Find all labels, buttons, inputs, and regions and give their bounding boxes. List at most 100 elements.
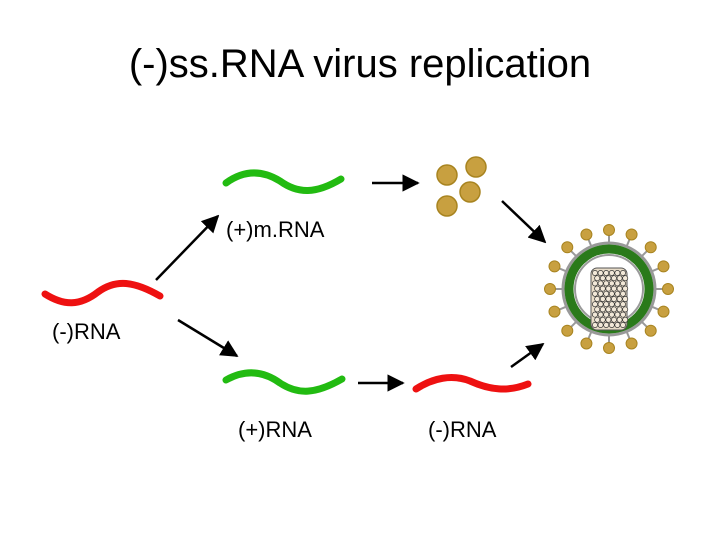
capsid-bead bbox=[594, 296, 601, 302]
arrow-to-positive-rna-icon bbox=[177, 318, 239, 358]
spike-protein-icon bbox=[657, 260, 670, 273]
capsid-bead bbox=[611, 275, 617, 282]
capsid-bead bbox=[603, 311, 610, 318]
protein-particle-icon bbox=[459, 181, 481, 203]
arrow-to-virion-icon bbox=[510, 342, 545, 369]
capsid-bead bbox=[614, 290, 621, 297]
capsid-bead bbox=[597, 290, 604, 297]
capsid-bead bbox=[603, 322, 610, 328]
negative-strand-left-icon bbox=[41, 279, 164, 307]
capsid-bead bbox=[599, 316, 606, 323]
capsid-bead bbox=[608, 270, 615, 276]
capsid-bead bbox=[605, 285, 612, 292]
capsid-bead bbox=[592, 301, 598, 308]
capsid-bead bbox=[605, 296, 612, 302]
capsid-bead bbox=[603, 290, 610, 297]
capsid-bead bbox=[614, 280, 621, 287]
negative-strand-right-icon bbox=[412, 374, 532, 393]
spike-protein-icon bbox=[580, 228, 593, 241]
capsid-bead bbox=[608, 311, 615, 318]
capsid-bead bbox=[592, 270, 598, 276]
capsid-bead bbox=[599, 275, 606, 282]
capsid-bead bbox=[599, 296, 606, 302]
spike-protein-icon bbox=[548, 260, 561, 273]
capsid-bead bbox=[594, 285, 601, 292]
mrna-positive-strand-icon bbox=[222, 169, 345, 194]
capsid-bead bbox=[592, 280, 598, 287]
capsid-bead bbox=[597, 322, 604, 328]
capsid-bead bbox=[611, 316, 617, 323]
capsid-bead bbox=[599, 306, 606, 313]
protein-particle-icon bbox=[436, 195, 458, 217]
capsid-bead bbox=[620, 311, 626, 318]
capsid-bead bbox=[608, 322, 615, 328]
capsid-bead bbox=[622, 285, 629, 292]
capsid-bead bbox=[597, 270, 604, 276]
label-negative-rna-left: (-)RNA bbox=[52, 319, 121, 344]
spike-protein-icon bbox=[625, 228, 638, 241]
label-positive-rna: (+)RNA bbox=[238, 417, 312, 442]
capsid-bead bbox=[616, 285, 623, 292]
capsid-bead bbox=[620, 270, 626, 276]
virion-capsid-icon bbox=[590, 267, 629, 331]
capsid-bead bbox=[614, 270, 621, 276]
positive-strand-icon bbox=[222, 369, 346, 395]
capsid-bead bbox=[597, 311, 604, 318]
capsid-bead bbox=[622, 275, 629, 282]
capsid-bead bbox=[594, 275, 601, 282]
spike-protein-icon bbox=[603, 224, 615, 236]
capsid-bead bbox=[614, 322, 621, 328]
spike-protein-icon bbox=[625, 337, 638, 350]
capsid-bead bbox=[603, 270, 610, 276]
capsid-bead bbox=[620, 290, 626, 297]
capsid-bead bbox=[594, 316, 601, 323]
spike-protein-icon bbox=[603, 342, 615, 354]
capsid-bead bbox=[616, 316, 623, 323]
label-mrna: (+)m.RNA bbox=[226, 217, 325, 242]
spike-protein-icon bbox=[657, 305, 670, 318]
capsid-bead bbox=[608, 301, 615, 308]
capsid-bead bbox=[592, 311, 598, 318]
spike-protein-icon bbox=[580, 337, 593, 350]
protein-particle-icon bbox=[465, 156, 487, 178]
capsid-bead bbox=[616, 296, 623, 302]
capsid-bead bbox=[592, 290, 598, 297]
virion-spikes bbox=[544, 224, 674, 354]
capsid-bead bbox=[620, 322, 626, 328]
capsid-bead bbox=[620, 280, 626, 287]
spike-protein-icon bbox=[561, 324, 574, 337]
capsid-bead bbox=[611, 285, 617, 292]
spike-protein-icon bbox=[644, 324, 657, 337]
capsid-bead bbox=[592, 322, 598, 328]
capsid-bead bbox=[597, 301, 604, 308]
capsid-bead bbox=[608, 280, 615, 287]
spike-protein-icon bbox=[548, 305, 561, 318]
capsid-bead bbox=[611, 296, 617, 302]
capsid-bead bbox=[599, 285, 606, 292]
label-negative-rna-right: (-)RNA bbox=[428, 417, 497, 442]
capsid-bead bbox=[622, 306, 629, 313]
capsid-bead bbox=[603, 280, 610, 287]
virion-envelope bbox=[561, 241, 657, 337]
protein-particle-icon bbox=[436, 164, 458, 186]
capsid-bead bbox=[605, 306, 612, 313]
protein-cluster-icon bbox=[436, 156, 487, 217]
capsid-bead bbox=[605, 275, 612, 282]
slide-title: (-)ss.RNA virus replication bbox=[128, 42, 592, 86]
capsid-bead bbox=[616, 306, 623, 313]
spike-protein-icon bbox=[644, 241, 657, 254]
capsid-bead bbox=[614, 301, 621, 308]
capsid-bead bbox=[614, 311, 621, 318]
virion-icon bbox=[544, 224, 674, 354]
capsid-bead bbox=[620, 301, 626, 308]
capsid-bead bbox=[622, 316, 629, 323]
capsid-bead bbox=[616, 275, 623, 282]
capsid-bead bbox=[608, 290, 615, 297]
capsid-bead bbox=[603, 301, 610, 308]
spike-protein-icon bbox=[561, 241, 574, 254]
capsid-bead bbox=[597, 280, 604, 287]
arrow-to-mrna-icon bbox=[155, 214, 220, 281]
capsid-bead bbox=[622, 296, 629, 302]
